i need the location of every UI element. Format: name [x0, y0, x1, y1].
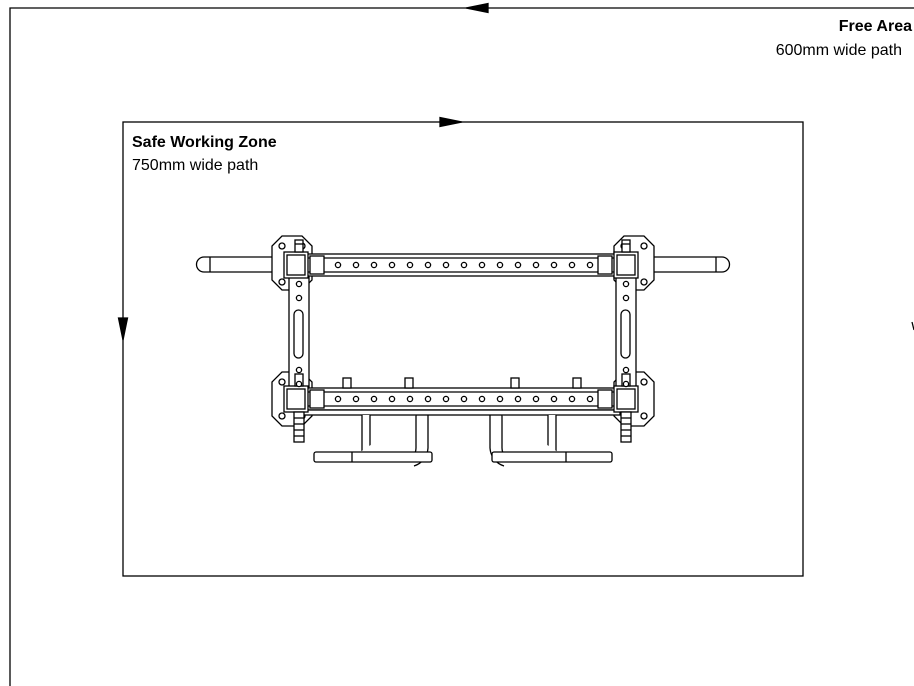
rail-hole: [442, 261, 450, 269]
rail-hole: [424, 261, 432, 269]
rail-hole: [424, 395, 432, 403]
rail-hole: [586, 395, 594, 403]
post-hole: [295, 380, 303, 388]
rail-hole: [568, 261, 576, 269]
safe-zone-left-arrow-icon: [117, 317, 129, 341]
free-area-boundary: [9, 2, 914, 686]
foot-left: [313, 415, 433, 467]
free-area-title: Free Area: [838, 18, 912, 35]
rail-hole: [568, 395, 576, 403]
rail-hole: [550, 395, 558, 403]
leveling-screw-right: [620, 411, 632, 443]
rail-hole: [514, 261, 522, 269]
rail-hole: [406, 261, 414, 269]
rail-hole: [352, 261, 360, 269]
rail-hole: [532, 261, 540, 269]
handle-bar-right: [639, 256, 731, 273]
safe-zone-top-arrow-icon: [439, 116, 463, 128]
rail-hole: [532, 395, 540, 403]
rail-hole: [388, 395, 396, 403]
rail-hole: [406, 395, 414, 403]
rail-hole: [496, 261, 504, 269]
safe-zone-title: Safe Working Zone: [132, 134, 277, 151]
post-hole: [622, 294, 630, 302]
rail-hole: [478, 395, 486, 403]
leveling-screw-left: [293, 411, 305, 443]
rail-hole: [478, 261, 486, 269]
free-area-arrow-icon: [465, 2, 489, 14]
post-hole: [622, 380, 630, 388]
rig-frame: [195, 235, 731, 467]
post-hole: [295, 280, 303, 288]
rail-holes: [295, 261, 630, 403]
free-area-subtitle: 600mm wide path: [775, 42, 902, 59]
safe-zone-boundary: [117, 116, 804, 577]
rail-hole: [460, 261, 468, 269]
rail-hole: [370, 395, 378, 403]
rail-hole: [550, 261, 558, 269]
safe-zone-subtitle: 750mm wide path: [132, 157, 259, 174]
post-hole: [295, 294, 303, 302]
post-hole: [622, 280, 630, 288]
rail-hole: [586, 261, 594, 269]
rail-hole: [388, 261, 396, 269]
rail-hole: [334, 395, 342, 403]
rail-hole: [514, 395, 522, 403]
rail-hole: [370, 261, 378, 269]
post-hole: [622, 366, 630, 374]
rail-hole: [352, 395, 360, 403]
rail-hole: [460, 395, 468, 403]
foot-right: [489, 415, 613, 467]
handle-bar-left: [195, 256, 281, 273]
rail-hole: [496, 395, 504, 403]
rail-hole: [334, 261, 342, 269]
post-hole: [295, 366, 303, 374]
rail-hole: [442, 395, 450, 403]
